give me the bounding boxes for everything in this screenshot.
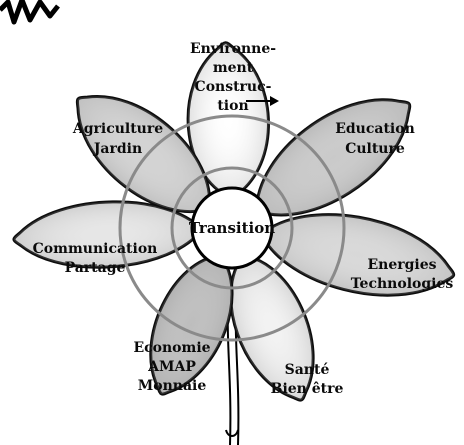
petal-agriculture-label-line: Agriculture [72, 121, 163, 137]
outer-ring [118, 114, 346, 342]
petal-communication-label-line: Partage [65, 260, 126, 276]
petal-sante-label-line: Santé [285, 362, 330, 378]
petal-environnement-label-line: ment [213, 60, 254, 76]
petal-environnement-label-line: Environne- [190, 41, 276, 57]
center-label: Transition [189, 219, 275, 237]
petal-sante [229, 254, 315, 402]
petal-economie-label-line: AMAP [147, 359, 196, 375]
petal-economie-label-line: Monnaie [138, 378, 207, 394]
petal-economie-label-line: Economie [133, 340, 210, 356]
petal-economie [149, 254, 234, 396]
petal-communication-label-line: Communication [33, 241, 158, 257]
petal-communication-shading [13, 201, 203, 268]
petal-energies-shading [261, 214, 454, 296]
petal-agriculture [75, 95, 211, 214]
petal-environnement-label-line: Construc- [195, 79, 272, 95]
petal-sante-label-line: Bien être [271, 381, 344, 397]
petal-agriculture-label-line: Jardin [92, 141, 142, 157]
petal-sante-shading [230, 255, 314, 401]
petal-agriculture-shading [77, 96, 210, 212]
petal-energies-label-line: Technologies [351, 276, 454, 292]
inner-ring [170, 166, 294, 290]
arrow-icon [246, 96, 279, 106]
petal-education-label-line: Education [335, 121, 415, 137]
petal-communication [12, 200, 205, 269]
petals-layer [12, 41, 456, 402]
petal-energies [259, 213, 456, 297]
petal-environnement-label-line: tion [217, 98, 248, 114]
petal-environnement [186, 41, 270, 200]
corner-scribble-decoration [0, 0, 60, 25]
center-circle [190, 186, 274, 270]
petal-education-label-line: Culture [345, 141, 405, 157]
petal-economie-shading [150, 255, 233, 395]
petal-energies-label-line: Energies [367, 257, 436, 273]
petal-education-shading [256, 99, 410, 215]
petal-environnement-shading [188, 42, 269, 199]
petal-education [255, 98, 412, 217]
